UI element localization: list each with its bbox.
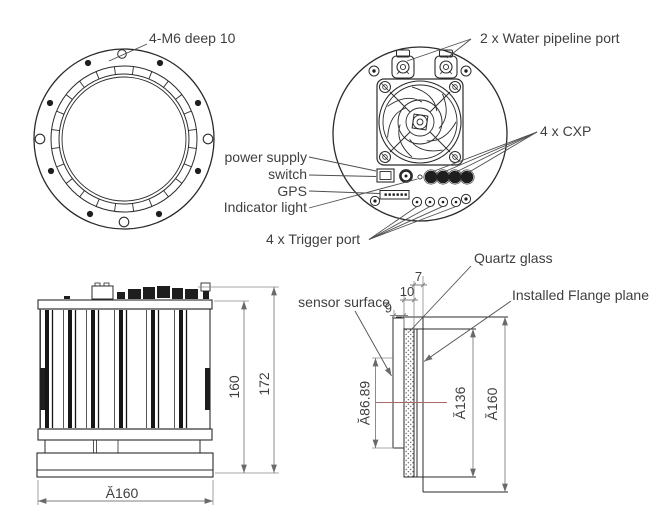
flange-body-outline	[396, 316, 508, 493]
trigger-port-callout: 4 x Trigger port	[266, 231, 360, 247]
m6-hole	[117, 49, 127, 59]
side-view: Ă160 160 172	[36, 282, 279, 505]
body-height-dim: 160	[226, 375, 242, 399]
top-plate	[37, 299, 213, 310]
sensor-surface-callout: sensor surface	[298, 294, 390, 310]
neck-section	[44, 439, 201, 454]
power-supply-callout: power supply	[225, 149, 308, 165]
gps-pin-strip	[379, 190, 410, 200]
back-outer-circle	[332, 46, 508, 222]
water-port-right	[434, 49, 458, 79]
section-top-dimensions: 9 10 7	[385, 269, 427, 329]
heatsink-body	[39, 308, 211, 430]
section-diameter-dimensions: Ă86.89 Ă136 Ă160	[357, 316, 508, 493]
glass10-dim: 10	[400, 284, 414, 299]
flange-outer-circle	[33, 48, 215, 230]
trigger-ports	[411, 196, 462, 208]
gap9-dim: 9	[385, 301, 392, 316]
water-port-left	[391, 49, 415, 79]
fan-corner-screws	[379, 81, 461, 163]
top-connectors	[64, 282, 211, 300]
heatsink-fins	[40, 310, 188, 428]
side-view-dimensions: Ă160 160 172	[37, 286, 279, 505]
sensor-plate	[392, 317, 405, 449]
segmented-ring	[51, 66, 197, 212]
cxp-ports	[423, 169, 475, 185]
diameter-dim: Ă160	[106, 485, 139, 501]
bottom-plate	[37, 428, 213, 441]
gps-callout: GPS	[277, 183, 307, 199]
gap7-dim: 7	[415, 269, 422, 284]
water-port-callout: 2 x Water pipeline port	[480, 30, 620, 46]
total-height-dim: 172	[256, 372, 272, 396]
back-view: 2 x Water pipeline port 4 x CXP power su…	[224, 30, 620, 247]
inner-bore-outline	[404, 328, 476, 478]
flange-plane-callout: Installed Flange plane	[512, 287, 649, 303]
panel-screws	[368, 65, 472, 207]
sensor-diameter-dim: Ă86.89	[357, 381, 373, 426]
power-switch	[376, 168, 395, 183]
inner-diameter-dim: Ă136	[452, 386, 468, 419]
quartz-glass-callout: Quartz glass	[474, 250, 553, 266]
switch-callout: switch	[268, 166, 307, 182]
m6-callout: 4-M6 deep 10	[149, 30, 236, 46]
section-leaders	[354, 265, 512, 377]
m6-leader-line	[108, 43, 148, 62]
indicator-light-dot	[417, 174, 423, 180]
section-view: 9 10 7 Ă86.89 Ă136 Ă160 sensor surface Q…	[298, 250, 649, 493]
gps-connector	[399, 169, 413, 183]
fan-blades	[387, 86, 457, 158]
cxp-callout: 4 x CXP	[540, 123, 591, 139]
front-view: 4-M6 deep 10	[33, 30, 236, 230]
back-view-leaders	[308, 38, 538, 240]
indicator-light-callout: Indicator light	[224, 199, 307, 215]
mount-flange	[36, 452, 214, 478]
cooling-fan	[376, 78, 464, 166]
flange-diameter-dim: Ă160	[484, 387, 500, 420]
bolt-holes	[34, 59, 214, 228]
